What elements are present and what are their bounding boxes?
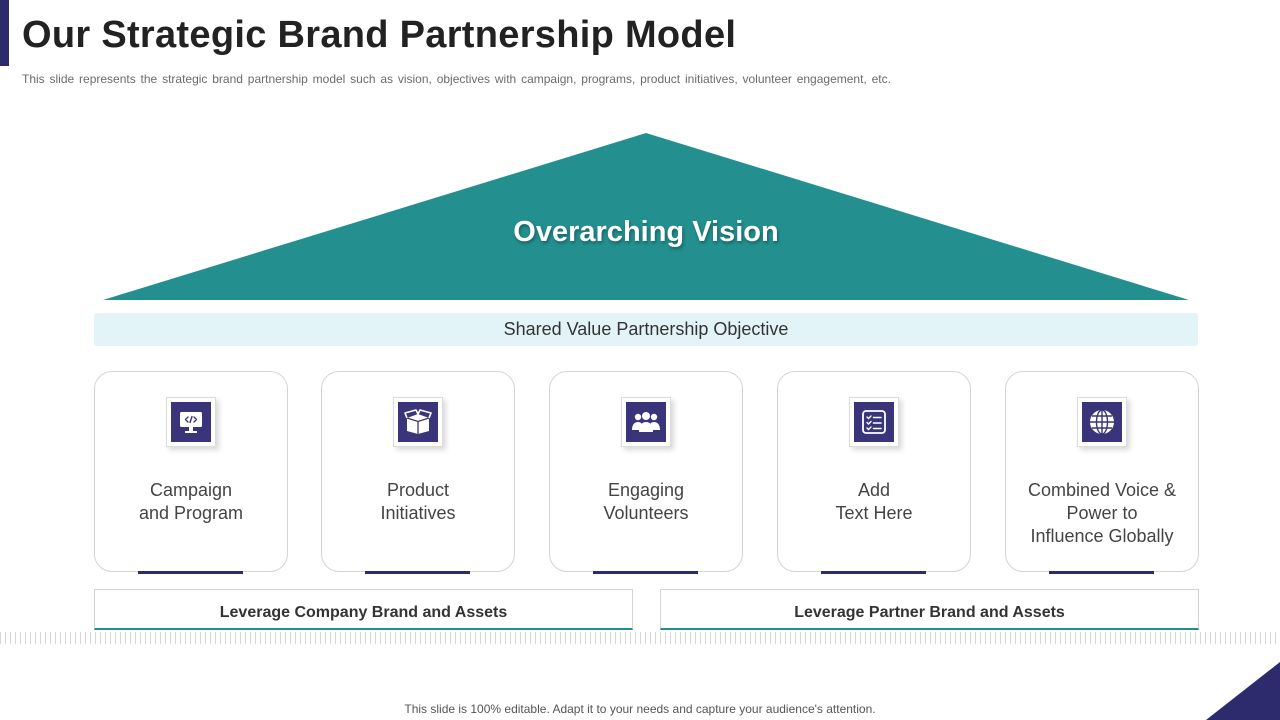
pillar-card-campaign: Campaign and Program	[94, 371, 288, 574]
page-title: Our Strategic Brand Partnership Model	[22, 14, 737, 56]
pillar-label: Add Text Here	[835, 480, 913, 523]
vision-triangle	[103, 133, 1189, 300]
foundation-partner-brand: Leverage Partner Brand and Assets	[660, 589, 1199, 630]
pillar-underline	[138, 571, 243, 574]
pillar-underline	[593, 571, 698, 574]
globe-icon	[1090, 409, 1114, 435]
icon-frame	[166, 397, 216, 447]
icon-frame	[849, 397, 899, 447]
pillar-label: Combined Voice & Power to Influence Glob…	[1027, 480, 1177, 546]
pillar-card-product: Product Initiatives	[321, 371, 515, 574]
pillar-card-add-text: Add Text Here	[777, 371, 971, 574]
pillar-label: Campaign and Program	[138, 480, 244, 523]
pillar-underline	[821, 571, 926, 574]
title-accent-bar	[0, 0, 9, 66]
team-icon	[632, 412, 660, 432]
checklist-icon	[862, 410, 886, 434]
icon-frame	[621, 397, 671, 447]
icon-frame	[393, 397, 443, 447]
pillar-label: Engaging Volunteers	[603, 480, 689, 523]
vision-label: Overarching Vision	[513, 216, 779, 248]
icon-frame	[1077, 397, 1127, 447]
corner-accent	[1206, 662, 1280, 720]
pillar-card-volunteers: Engaging Volunteers	[549, 371, 743, 574]
objective-banner: Shared Value Partnership Objective	[94, 313, 1198, 346]
pillar-label: Product Initiatives	[380, 480, 456, 523]
decorative-ruler-strip	[0, 632, 1280, 644]
pillar-card-combined-voice: Combined Voice & Power to Influence Glob…	[1005, 371, 1199, 574]
foundation-company-brand: Leverage Company Brand and Assets	[94, 589, 633, 630]
footer-note: This slide is 100% editable. Adapt it to…	[404, 702, 876, 716]
page-subtitle: This slide represents the strategic bran…	[22, 72, 891, 86]
pillar-underline	[1049, 571, 1154, 574]
monitor-code-icon	[180, 412, 202, 433]
box-icon	[404, 409, 432, 434]
pillar-underline	[365, 571, 470, 574]
vision-roof	[103, 133, 1189, 300]
